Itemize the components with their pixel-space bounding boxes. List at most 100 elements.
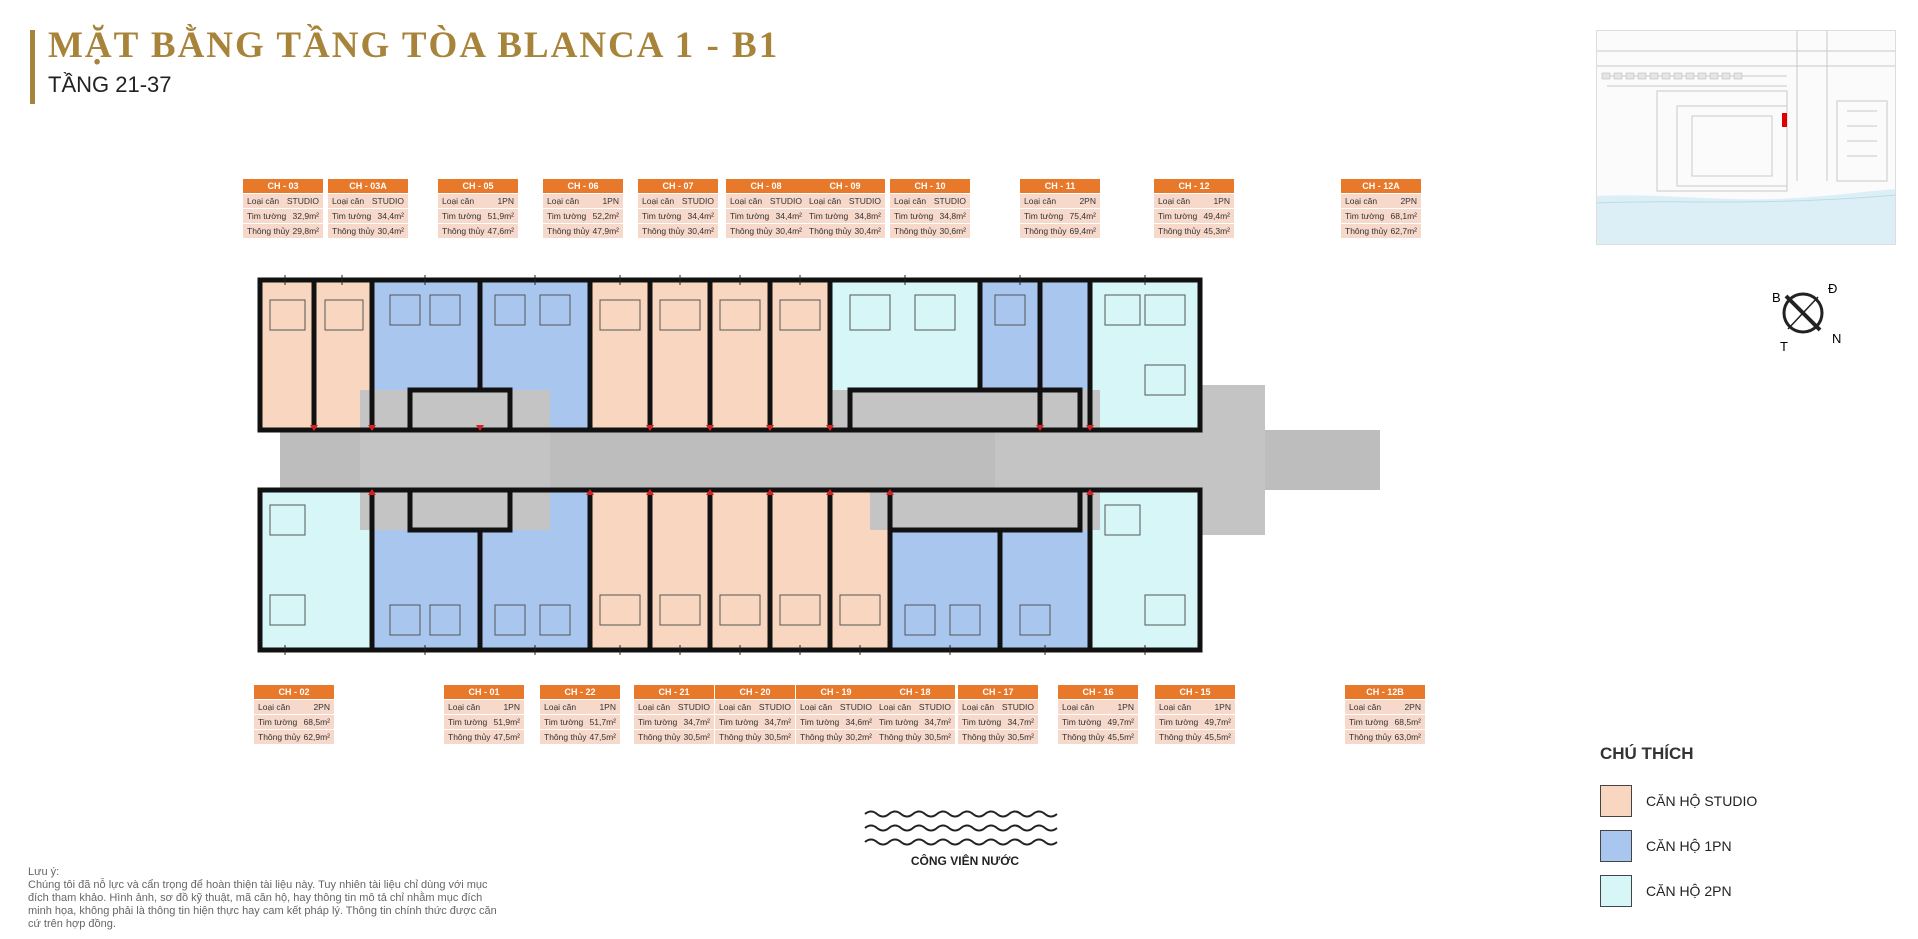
unit-row-label: Tim tường	[1024, 211, 1064, 221]
unit-row-value: 34,7m²	[924, 717, 951, 727]
unit-row-value: 68,1m²	[1390, 211, 1417, 221]
unit-ch21	[590, 490, 650, 650]
unit-row-value: 34,4m²	[377, 211, 404, 221]
unit-row-label: Thông thủy	[547, 226, 590, 236]
unit-row-value: 34,7m²	[1007, 717, 1034, 727]
unit-code: CH - 20	[715, 685, 795, 699]
unit-row-value: 30,5m²	[683, 732, 710, 742]
unit-row-value: 51,7m²	[589, 717, 616, 727]
unit-row-label: Tim tường	[1062, 717, 1102, 727]
unit-row-label: Loại căn	[730, 196, 763, 206]
unit-row-value: 30,6m²	[939, 226, 966, 236]
unit-row-label: Thông thủy	[719, 732, 762, 742]
unit-code: CH - 03	[243, 179, 323, 193]
unit-row-value: 1PN	[599, 702, 616, 712]
unit-code: CH - 12B	[1345, 685, 1425, 699]
site-key-map	[1596, 30, 1896, 245]
unit-row-label: Thông thủy	[962, 732, 1005, 742]
unit-row-type: Loại căn STUDIO	[875, 699, 955, 714]
unit-row-value: 75,4m²	[1069, 211, 1096, 221]
unit-row-value: 62,9m²	[303, 732, 330, 742]
unit-row-label: Loại căn	[544, 702, 577, 712]
unit-code: CH - 16	[1058, 685, 1138, 699]
unit-row-label: Thông thủy	[332, 226, 375, 236]
unit-row-label: Tim tường	[879, 717, 919, 727]
unit-row-value: 49,7m²	[1107, 717, 1134, 727]
unit-row-value: 52,2m²	[592, 211, 619, 221]
unit-ch10	[770, 280, 830, 430]
legend-swatch-1pn	[1600, 830, 1632, 862]
legend-item-2pn: CĂN HỘ 2PN	[1600, 874, 1860, 908]
unit-code: CH - 21	[634, 685, 714, 699]
unit-ch20	[650, 490, 710, 650]
compass-n-label: N	[1832, 331, 1841, 346]
unit-code: CH - 22	[540, 685, 620, 699]
unit-row-label: Loại căn	[448, 702, 481, 712]
unit-row-value: 30,5m²	[764, 732, 791, 742]
unit-row-label: Loại căn	[247, 196, 280, 206]
unit-row-label: Thông thủy	[1159, 732, 1202, 742]
unit-row-value: 45,5m²	[1107, 732, 1134, 742]
unit-row-label: Tim tường	[962, 717, 1002, 727]
unit-row-value: STUDIO	[839, 702, 872, 712]
unit-code: CH - 02	[254, 685, 334, 699]
unit-row-value: 30,4m²	[687, 226, 714, 236]
unit-row-value: 68,5m²	[303, 717, 330, 727]
unit-row-label: Thông thủy	[809, 226, 852, 236]
unit-row-value: 1PN	[1213, 196, 1230, 206]
unit-row-value: 30,4m²	[377, 226, 404, 236]
unit-row-label: Loại căn	[1024, 196, 1057, 206]
unit-row-label: Tim tường	[1159, 717, 1199, 727]
unit-row-value: 2PN	[1400, 196, 1417, 206]
unit-row-wall: Tim tường 75,4m²	[1020, 208, 1100, 223]
unit-row-label: Loại căn	[879, 702, 912, 712]
unit-row-value: 34,7m²	[683, 717, 710, 727]
unit-row-value: STUDIO	[918, 702, 951, 712]
unit-row-label: Thông thủy	[894, 226, 937, 236]
unit-row-value: 45,3m²	[1203, 226, 1230, 236]
unit-ch09	[710, 280, 770, 430]
unit-row-label: Thông thủy	[247, 226, 290, 236]
unit-row-label: Tim tường	[332, 211, 372, 221]
unit-row-label: Thông thủy	[730, 226, 773, 236]
unit-row-value: 47,5m²	[493, 732, 520, 742]
unit-row-value: 62,7m²	[1390, 226, 1417, 236]
unit-row-value: STUDIO	[371, 196, 404, 206]
unit-row-value: 2PN	[1079, 196, 1096, 206]
water-park: CÔNG VIÊN NƯỚC	[860, 808, 1070, 880]
unit-row-value: 2PN	[313, 702, 330, 712]
unit-ch12b	[1090, 490, 1200, 650]
unit-row-label: Thông thủy	[1062, 732, 1105, 742]
unit-row-value: 2PN	[1404, 702, 1421, 712]
title-accent-bar	[30, 30, 35, 104]
unit-row-label: Tim tường	[730, 211, 770, 221]
unit-ch03	[260, 280, 314, 430]
unit-row-value: 1PN	[1214, 702, 1231, 712]
unit-row-value: 49,4m²	[1203, 211, 1230, 221]
unit-row-label: Tim tường	[1158, 211, 1198, 221]
unit-code: CH - 06	[543, 179, 623, 193]
unit-row-label: Thông thủy	[1158, 226, 1201, 236]
unit-code: CH - 11	[1020, 179, 1100, 193]
unit-ch05	[372, 280, 480, 390]
unit-row-wall: Tim tường 49,7m²	[1058, 714, 1138, 729]
unit-row-value: 30,5m²	[924, 732, 951, 742]
unit-row-value: 32,9m²	[292, 211, 319, 221]
